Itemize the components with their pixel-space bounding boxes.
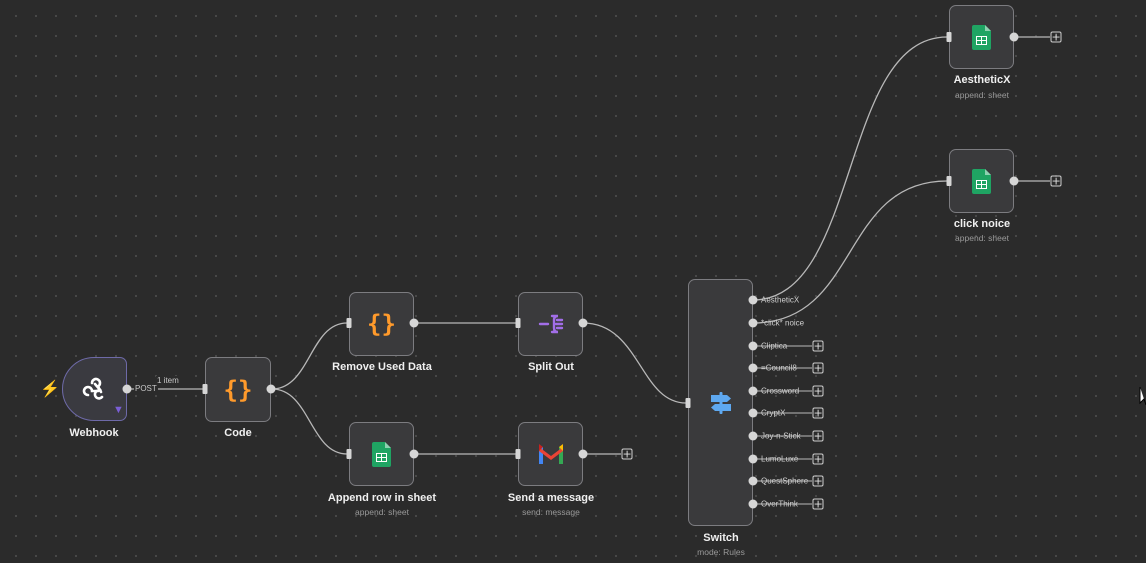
add-node-button[interactable]: + [621,447,633,461]
send-message-output-port[interactable] [578,449,588,459]
webhook-icon [82,377,103,400]
switch-output-label: =Council8 [761,363,797,373]
add-node-button[interactable]: + [812,339,824,353]
google-sheets-icon [972,168,991,194]
code-node[interactable]: {} [205,357,271,422]
switch-output-label: OverThink [761,499,798,509]
send-message-subtitle: send: message [522,507,580,517]
add-node-button[interactable]: + [1050,30,1062,44]
aestheticx-output-port[interactable] [1009,32,1019,42]
switch-output-label: Cliptica [761,341,788,351]
add-node-button[interactable]: + [812,497,824,511]
split-out-input-port[interactable] [515,318,521,328]
wire-split-switch [582,322,687,404]
code-output-port[interactable] [266,384,276,394]
switch-output-port[interactable] [748,363,758,373]
wire-code-append [271,388,348,455]
pin-icon: ▼ [113,404,124,416]
wire-items-label: 1 item [156,376,180,385]
switch-output-port[interactable] [748,386,758,396]
wire-output-label: POST [134,384,158,393]
remove-used-data-input-port[interactable] [346,318,352,328]
wire-switch-clicknoice [752,180,948,324]
switch-output-port[interactable] [748,408,758,418]
click-noice-node[interactable] [949,149,1014,213]
code-title: Code [224,427,252,439]
send-message-title: Send a message [507,492,595,504]
send-message-input-port[interactable] [515,449,521,459]
switch-output-label: Crossword [761,386,800,396]
code-braces-icon: {} [223,375,253,404]
switch-output-port[interactable] [748,476,758,486]
code-braces-icon: {} [367,310,396,338]
switch-output-label: CryptX [761,408,786,418]
click-noice-output-port[interactable] [1009,176,1019,186]
aestheticx-input-port[interactable] [946,32,952,42]
click-noice-title: click noice [953,218,1011,230]
split-out-title: Split Out [528,361,574,373]
switch-output-label: *click* noice [761,318,805,328]
switch-output-label: QuestSphere [761,476,809,486]
webhook-title: Webhook [69,427,119,439]
add-node-button[interactable]: + [812,474,824,488]
switch-title: Switch [703,532,739,544]
split-out-output-port[interactable] [578,318,588,328]
trigger-bolt-icon: ⚡ [40,381,60,398]
wire-switch-aestheticx [752,36,948,301]
switch-subtitle: mode: Rules [697,547,745,557]
remove-used-data-output-port[interactable] [409,318,419,328]
append-row-input-port[interactable] [346,449,352,459]
mouse-cursor-icon [1139,387,1146,406]
webhook-output-port[interactable] [122,384,132,394]
switch-node[interactable] [688,279,753,526]
add-node-button[interactable]: + [812,452,824,466]
webhook-node[interactable]: ▼ [62,357,127,421]
append-row-title: Append row in sheet [327,492,437,504]
add-node-button[interactable]: + [812,406,824,420]
append-row-output-port[interactable] [409,449,419,459]
switch-output-port[interactable] [748,318,758,328]
append-row-node[interactable] [349,422,414,486]
google-sheets-icon [372,441,391,467]
wire-code-remove [271,322,348,390]
switch-output-port[interactable] [748,431,758,441]
switch-input-port[interactable] [685,398,691,408]
remove-used-data-node[interactable]: {} [349,292,414,356]
switch-output-port[interactable] [748,295,758,305]
split-out-icon [538,314,563,334]
aestheticx-title: AestheticX [953,74,1011,86]
aestheticx-subtitle: append: sheet [955,90,1009,100]
remove-used-data-title: Remove Used Data [332,361,432,373]
click-noice-input-port[interactable] [946,176,952,186]
aestheticx-node[interactable] [949,5,1014,69]
switch-output-port[interactable] [748,341,758,351]
add-node-button[interactable]: + [812,361,824,375]
add-node-button[interactable]: + [1050,174,1062,188]
switch-output-port[interactable] [748,499,758,509]
switch-output-label: Joy-n-Stick [761,431,801,441]
switch-output-port[interactable] [748,454,758,464]
split-out-node[interactable] [518,292,583,356]
add-node-button[interactable]: + [812,429,824,443]
google-sheets-icon [972,24,991,50]
code-input-port[interactable] [202,384,208,394]
append-row-subtitle: append: sheet [355,507,409,517]
switch-output-label: LumoLuxe [761,454,799,464]
switch-signpost-icon [710,391,731,414]
add-node-button[interactable]: + [812,384,824,398]
gmail-icon [538,444,563,464]
switch-output-label: AestheticX [761,295,800,305]
send-message-node[interactable] [518,422,583,486]
click-noice-subtitle: append: sheet [955,233,1009,243]
